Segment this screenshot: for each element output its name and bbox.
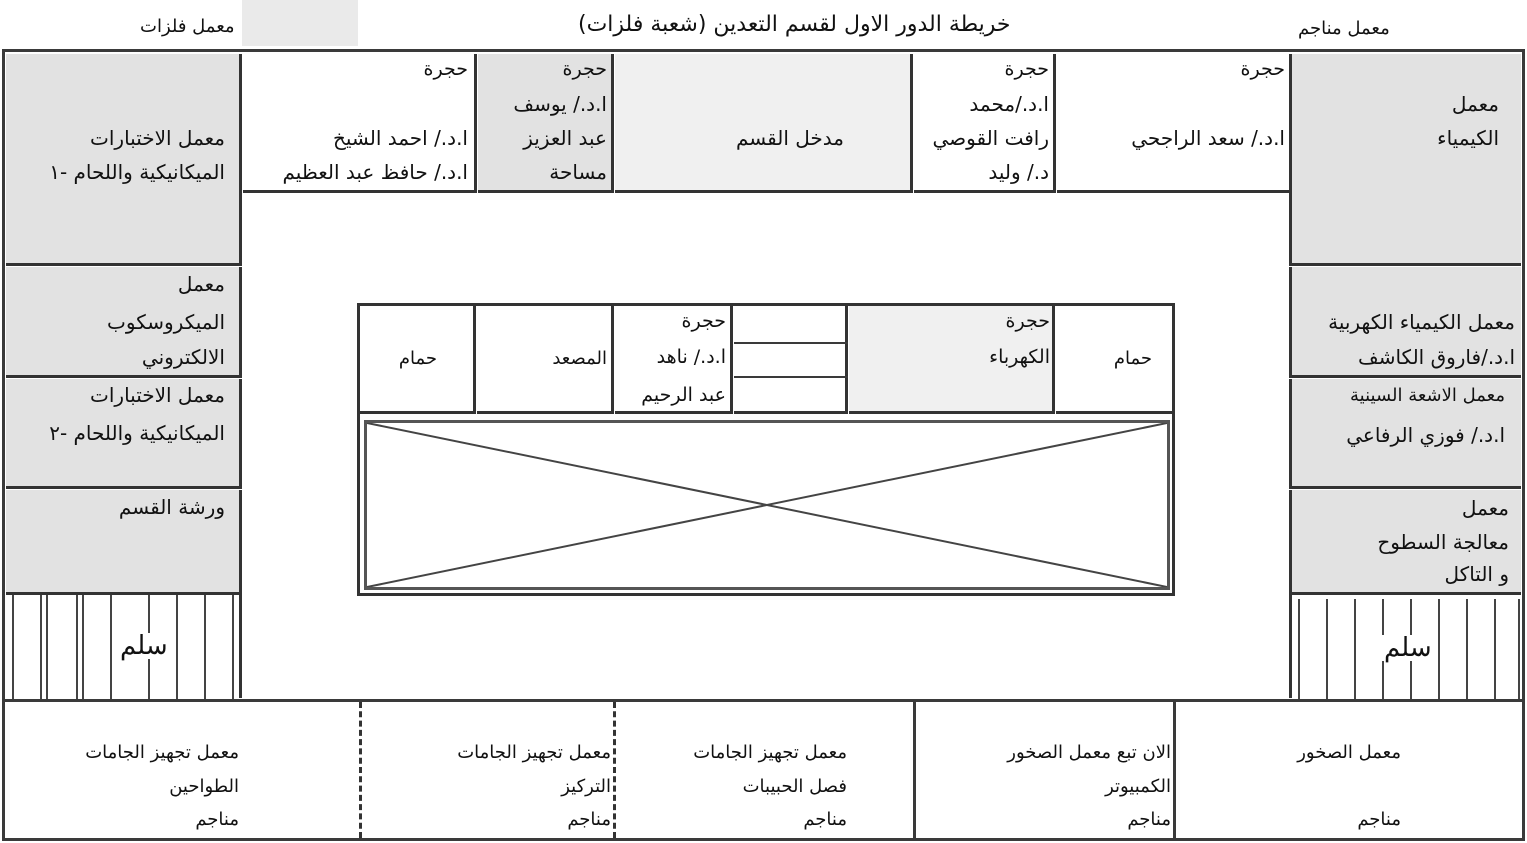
mech-testing-lab-1: معمل الاختبارات الميكانيكية واللحام -١: [6, 54, 242, 266]
elevator: المصعد: [477, 306, 614, 414]
xray-lab: معمل الاشعة السينية ا.د./ فوزي الرفاعي: [1289, 379, 1521, 489]
department-entrance: مدخل القسم: [615, 54, 913, 193]
room-subtitle: الكمبيوتر: [1105, 776, 1171, 797]
professor-name: عبد الرحيم: [641, 384, 726, 406]
room-affiliation: مناجم: [803, 809, 847, 830]
room-label: المصعد: [552, 348, 607, 369]
stairs-label: سلم: [118, 631, 170, 661]
particle-separation-lab: معمل تجهيز الجامات فصل الحبيبات مناجم: [616, 702, 913, 838]
header-shade: [242, 0, 358, 46]
center-block: [357, 303, 1175, 596]
room-title: ورشة القسم: [118, 495, 225, 519]
building-outline: [2, 49, 1525, 841]
room-title: معمل الصخور: [1297, 742, 1401, 763]
solid-partition: [913, 702, 916, 838]
professor-name: ا.د./ حافظ عبد العظيم: [282, 160, 468, 184]
room-line: الالكتروني: [141, 345, 225, 369]
professor-name: ا.د./محمد: [969, 92, 1049, 116]
professor-name: ا.د./فاروق الكاشف: [1357, 345, 1515, 369]
room-subtitle: فصل الحبيبات: [742, 776, 847, 797]
entrance-label: مدخل القسم: [736, 126, 844, 150]
room-subtitle: الميكانيكية واللحام -٢: [49, 421, 225, 445]
office-youssef: حجرة ا.د./ يوسف عبد العزيز مساحة: [478, 54, 614, 193]
room-type: حجرة: [423, 58, 468, 80]
chemistry-lab: معمل الكيمياء: [1289, 54, 1521, 266]
bottom-row-divider: [2, 699, 1525, 702]
room-line: معمل: [177, 272, 225, 296]
room-subtitle: الميكانيكية واللحام -١: [49, 160, 225, 184]
room-type: حجرة: [1240, 58, 1285, 80]
professor-name: ا.د./ ناهد: [656, 346, 726, 368]
room-subtitle: الطواحين: [169, 776, 239, 797]
mech-testing-lab-2: معمل الاختبارات الميكانيكية واللحام -٢: [6, 379, 242, 489]
surface-treatment-lab: معمل معالجة السطوح و التاكل: [1289, 490, 1521, 592]
office-qousi: حجرة ا.د./محمد رافت القوصي د./ وليد: [914, 54, 1056, 193]
room-affiliation: مناجم: [567, 809, 611, 830]
professor-name: ا.د./ فوزي الرفاعي: [1346, 423, 1505, 447]
professor-name: ا.د./ احمد الشيخ: [332, 126, 468, 150]
professor-name: رافت القوصي: [932, 126, 1049, 150]
room-type: حجرة: [562, 58, 607, 80]
department-workshop: ورشة القسم: [6, 490, 242, 592]
room-line: معمل: [1461, 496, 1509, 520]
room-title: معمل الاختبارات: [90, 126, 225, 150]
courtyard-cross: [367, 423, 1167, 587]
mining-lab-label: معمل مناجم: [1298, 18, 1390, 39]
room-type: حجرة: [1004, 58, 1049, 80]
room-subtitle: التركيز: [561, 776, 611, 797]
electrochemistry-lab: معمل الكيمياء الكهربية ا.د./فاروق الكاشف: [1289, 267, 1521, 378]
dashed-partition: [359, 702, 362, 838]
room-affiliation: مناجم: [1357, 809, 1401, 830]
professor-name: ا.د./ سعد الراجحي: [1131, 126, 1285, 150]
room-label: حمام: [398, 348, 437, 369]
room-title: معمل الكيمياء الكهربية: [1328, 310, 1515, 334]
room-title: معمل الاشعة السينية: [1350, 385, 1505, 406]
room-line: و التاكل: [1444, 562, 1509, 586]
professor-name: عبد العزيز: [523, 126, 607, 150]
room-label: حمام: [1113, 348, 1152, 369]
room-type: حجرة: [1005, 310, 1050, 332]
room-title: الان تبع معمل الصخور: [1007, 742, 1171, 763]
room-type: حجرة: [681, 310, 726, 332]
computer-room: الان تبع معمل الصخور الكمبيوتر مناجم: [916, 702, 1173, 838]
room-title: معمل تجهيز الجامات: [457, 742, 611, 763]
grinders-lab: معمل تجهيز الجامات الطواحين مناجم: [6, 702, 359, 838]
electron-microscope-lab: معمل الميكروسكوب الالكتروني: [6, 267, 242, 378]
open-courtyard: [364, 420, 1170, 590]
room-subject: مساحة: [549, 160, 607, 184]
office-shaikh: حجرة ا.د./ احمد الشيخ ا.د./ حافظ عبد الع…: [243, 54, 477, 193]
bathroom-right: حمام: [1056, 306, 1172, 414]
metals-lab-label: معمل فلزات: [140, 16, 235, 37]
professor-name: د./ وليد: [988, 160, 1049, 184]
bathroom-left: حمام: [360, 306, 476, 414]
room-title: معمل تجهيز الجامات: [693, 742, 847, 763]
room-label: الكهرباء: [989, 346, 1050, 368]
room-affiliation: مناجم: [1127, 809, 1171, 830]
office-nahed: حجرة ا.د./ ناهد عبد الرحيم: [615, 306, 733, 414]
room-line: معمل: [1451, 92, 1499, 116]
professor-name: ا.د./ يوسف: [513, 92, 607, 116]
right-staircase: سلم: [1289, 592, 1521, 699]
room-title: معمل الاختبارات: [90, 383, 225, 407]
solid-partition: [1173, 702, 1176, 838]
dashed-partition: [613, 702, 616, 838]
shaft-cells: [734, 306, 848, 414]
concentration-lab: معمل تجهيز الجامات التركيز مناجم: [362, 702, 613, 838]
office-rajhi: حجرة ا.د./ سعد الراجحي: [1057, 54, 1289, 193]
rocks-lab: معمل الصخور مناجم: [1176, 702, 1521, 838]
electricity-room: حجرة الكهرباء: [849, 306, 1055, 414]
room-title: معمل تجهيز الجامات: [85, 742, 239, 763]
left-staircase: سلم: [6, 592, 242, 699]
room-line: الكيمياء: [1437, 126, 1499, 150]
room-affiliation: مناجم: [195, 809, 239, 830]
room-line: معالجة السطوح: [1377, 530, 1509, 554]
page-title: خريطة الدور الاول لقسم التعدين (شعبة فلز…: [578, 12, 1011, 37]
stairs-label: سلم: [1382, 633, 1434, 663]
room-line: الميكروسكوب: [107, 310, 225, 334]
